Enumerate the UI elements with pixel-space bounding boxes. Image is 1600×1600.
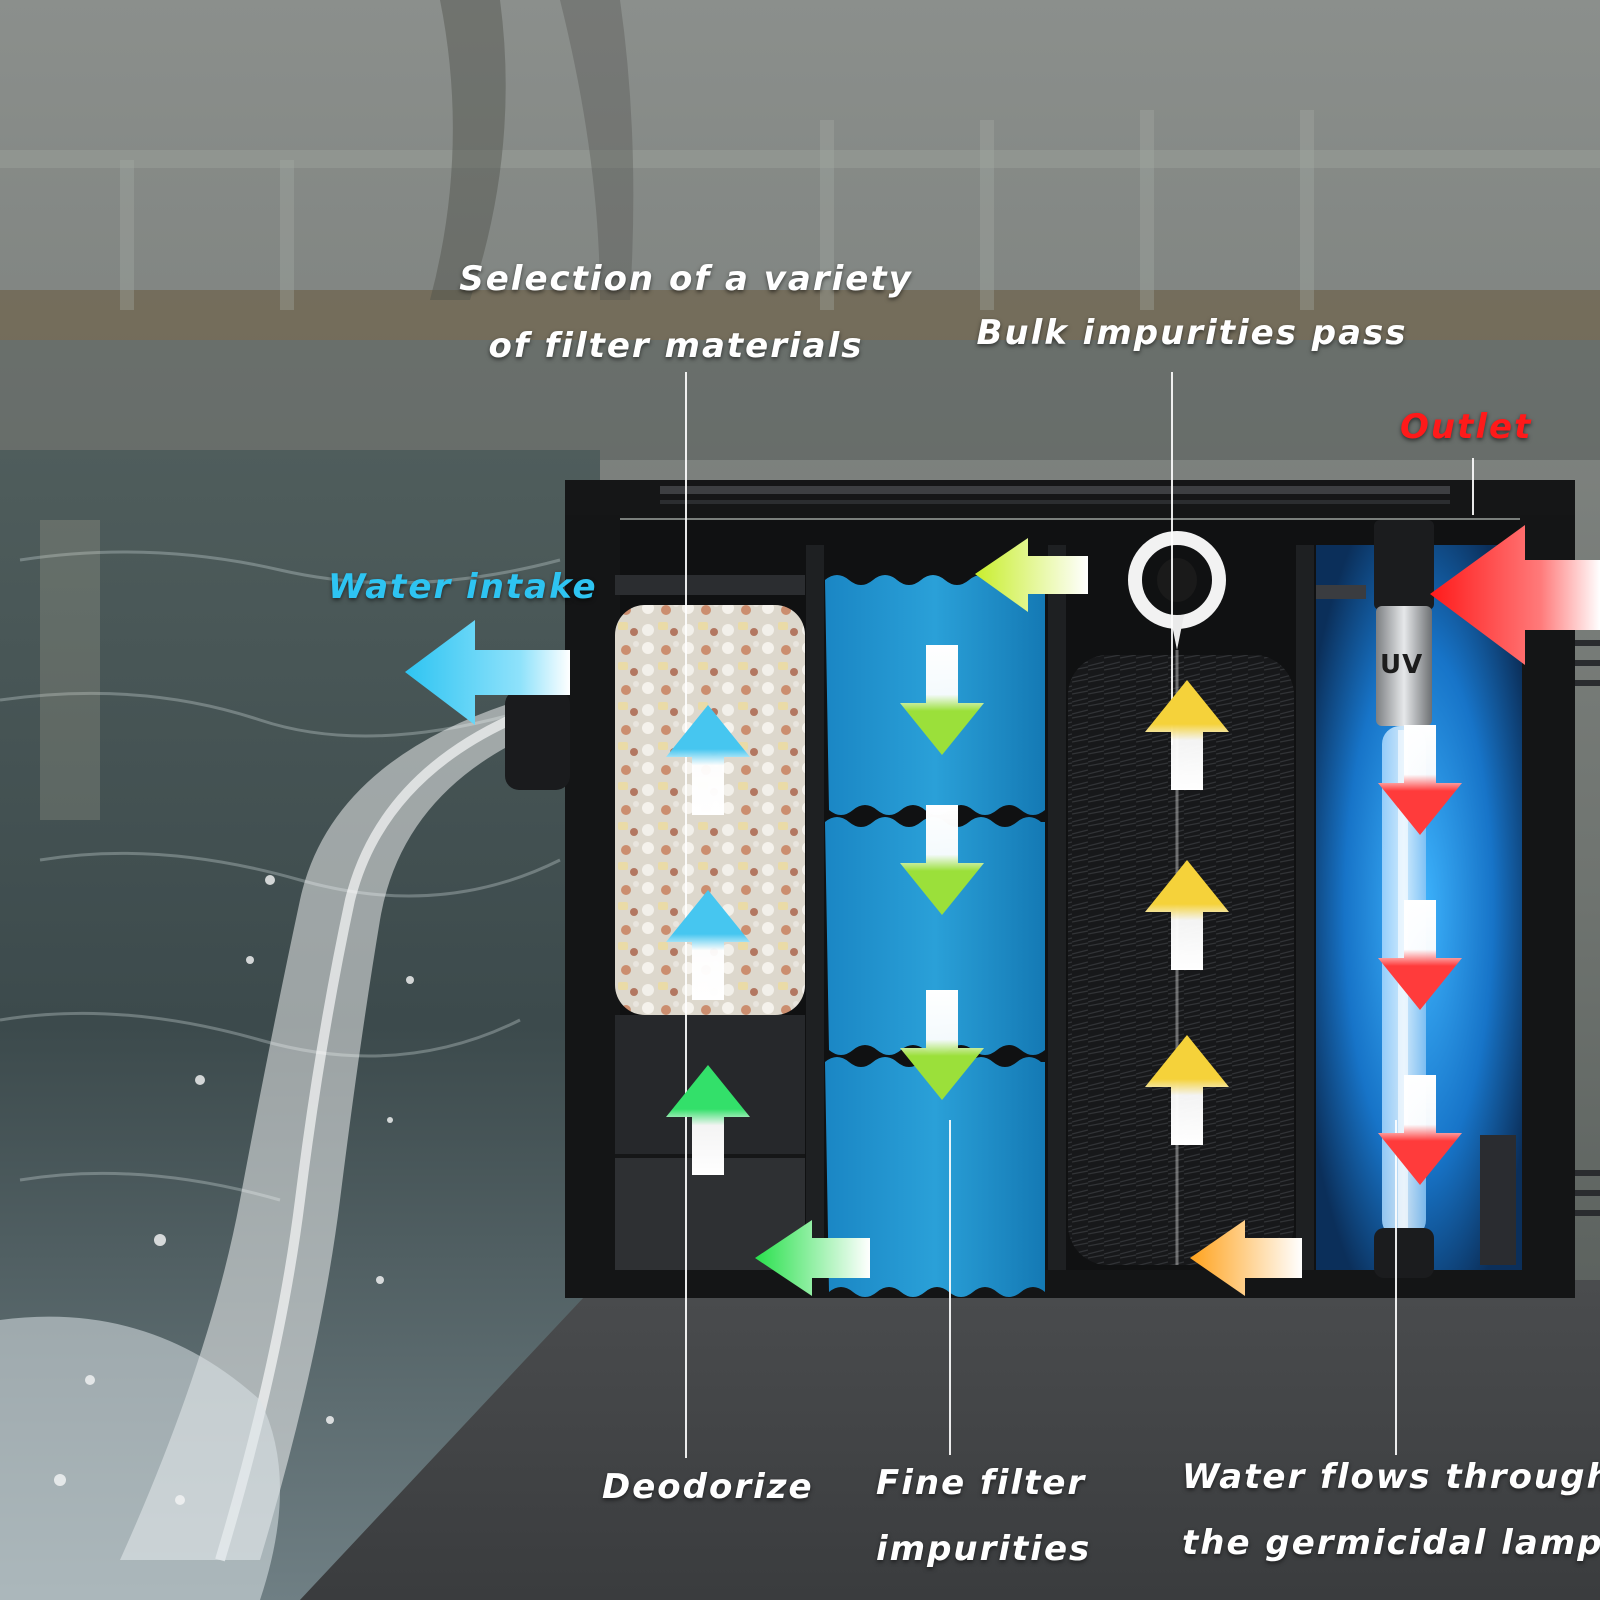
brush-transfer-arrow-icon xyxy=(1190,1220,1302,1296)
fine-sponge-flow-arrow-icon xyxy=(900,805,984,915)
fine-sponge-flow-arrow-icon xyxy=(900,990,984,1100)
brush-flow-arrow-icon xyxy=(1145,680,1229,790)
label-selection-line1: Selection of a variety xyxy=(459,259,913,299)
outlet-arrow-icon xyxy=(1430,525,1600,665)
label-bulk-impurities: Bulk impurities pass xyxy=(976,313,1408,353)
ceramic-media-flow-arrow-icon xyxy=(666,890,750,1000)
label-water-intake: Water intake xyxy=(328,567,598,607)
charcoal-sponge-flow-arrow-icon xyxy=(666,1065,750,1175)
uv-label: UV xyxy=(1380,650,1424,680)
label-lamp-line2: the germicidal lamp xyxy=(1182,1523,1600,1563)
intake-pipe xyxy=(505,690,570,790)
flow-arrows xyxy=(666,645,1462,1185)
bottom-transfer-arrow-icon xyxy=(755,1220,870,1296)
top-transfer-arrow-icon xyxy=(975,538,1088,612)
intake-arrow-icon xyxy=(405,620,570,725)
fine-sponge-flow-arrow-icon xyxy=(900,645,984,755)
uv-lamp-flow-arrow-icon xyxy=(1378,725,1462,835)
label-deodorize: Deodorize xyxy=(602,1467,814,1507)
label-selection-line2: of filter materials xyxy=(488,326,864,366)
brush-flow-arrow-icon xyxy=(1145,1035,1229,1145)
label-fine-filter-line2: impurities xyxy=(876,1529,1092,1569)
label-outlet: Outlet xyxy=(1400,407,1533,447)
label-fine-filter-line1: Fine filter xyxy=(876,1463,1087,1503)
label-lamp-line1: Water flows through xyxy=(1182,1457,1600,1497)
brush-flow-arrow-icon xyxy=(1145,860,1229,970)
uv-lamp-flow-arrow-icon xyxy=(1378,900,1462,1010)
water-splash xyxy=(0,700,520,1600)
ceramic-media-flow-arrow-icon xyxy=(666,705,750,815)
uv-lamp-flow-arrow-icon xyxy=(1378,1075,1462,1185)
fine-sponge xyxy=(825,575,1045,1297)
